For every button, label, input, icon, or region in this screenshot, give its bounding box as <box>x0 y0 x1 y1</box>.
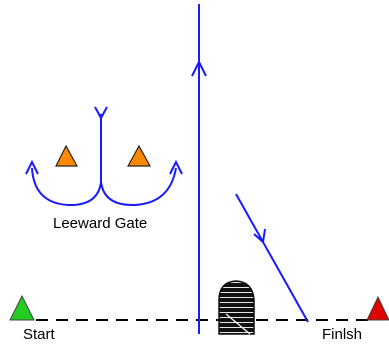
finish-label: Finlsh <box>322 326 362 343</box>
leeward-gate-paths <box>25 106 183 207</box>
finish-approach-arrow-icon <box>253 228 266 244</box>
gate-right-rounding <box>100 167 177 207</box>
gate-mark-left-icon <box>55 144 79 167</box>
gate-right-arrow-icon <box>169 159 183 175</box>
leeward-gate-label: Leeward Gate <box>53 215 147 232</box>
start-mark-icon <box>9 294 35 321</box>
finish-approach-line <box>235 193 309 323</box>
upwind-arrow-icon <box>191 59 207 77</box>
gate-left-rounding <box>31 167 102 207</box>
committee-boat-icon <box>218 280 255 335</box>
gate-mark-right-icon <box>126 144 152 167</box>
start-label: Start <box>23 326 56 343</box>
finish-mark-icon <box>366 295 389 321</box>
gate-left-arrow-icon <box>25 159 39 175</box>
gate-approach-arrow-icon <box>94 106 108 121</box>
